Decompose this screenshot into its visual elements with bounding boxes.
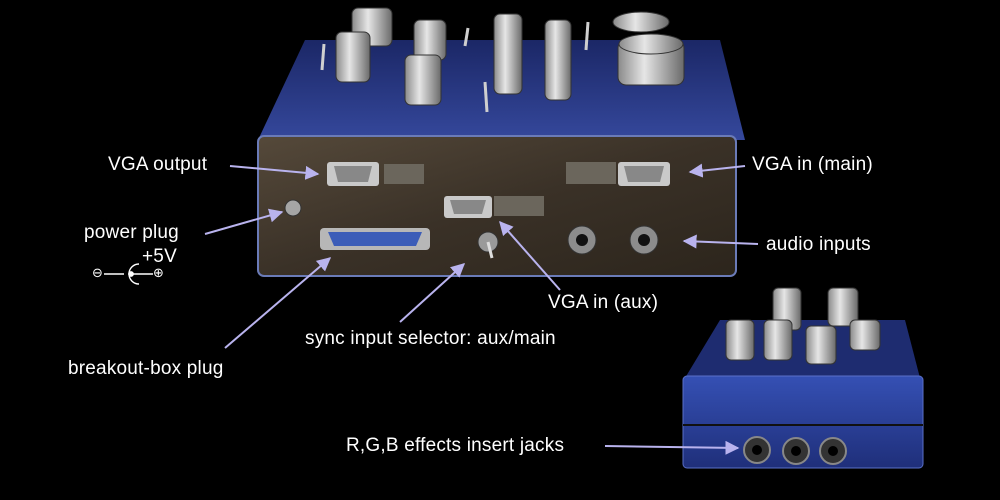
- vga-output-connector: [327, 162, 424, 186]
- arrow-rgb-jacks: [604, 440, 740, 455]
- arrow-power-plug: [204, 208, 284, 235]
- minus-symbol: ⊖: [92, 266, 104, 281]
- label-vga-output: VGA output: [108, 154, 208, 175]
- label-sync-selector: sync input selector: aux/main: [305, 328, 556, 349]
- label-vga-in-main: VGA in (main): [752, 154, 873, 175]
- label-power-plug: power plug: [84, 222, 179, 243]
- vga-in-main-connector: [566, 162, 670, 186]
- arrow-sync-selector: [399, 263, 466, 323]
- arrow-vga-in-aux: [499, 220, 561, 291]
- polarity-diagram: [104, 263, 153, 285]
- arrow-audio-inputs: [682, 234, 759, 249]
- vga-in-aux-connector: [444, 196, 544, 218]
- toggle-switches: [320, 21, 590, 113]
- label-breakout-plug: breakout-box plug: [68, 358, 224, 379]
- callout-arrows: [204, 163, 759, 455]
- arrow-breakout-plug: [224, 257, 332, 349]
- label-vga-in-aux: VGA in (aux): [548, 292, 659, 313]
- sync-selector-toggle: [477, 231, 499, 259]
- small-device-front: [682, 375, 924, 469]
- arrow-vga-output: [229, 165, 320, 180]
- knob-group: [335, 7, 685, 106]
- label-plus-5v: +5V: [142, 246, 177, 267]
- label-audio-inputs: audio inputs: [766, 234, 871, 255]
- main-device: [257, 7, 745, 277]
- audio-input-jacks: [567, 225, 659, 255]
- plus-symbol: ⊕: [153, 266, 165, 281]
- arrow-vga-in-main: [688, 163, 746, 178]
- small-device: [682, 287, 924, 469]
- label-rgb-jacks: R,G,B effects insert jacks: [346, 435, 565, 456]
- rgb-insert-jacks: [743, 436, 847, 465]
- breakout-box-connector: [320, 228, 430, 250]
- power-plug-jack: [284, 199, 302, 217]
